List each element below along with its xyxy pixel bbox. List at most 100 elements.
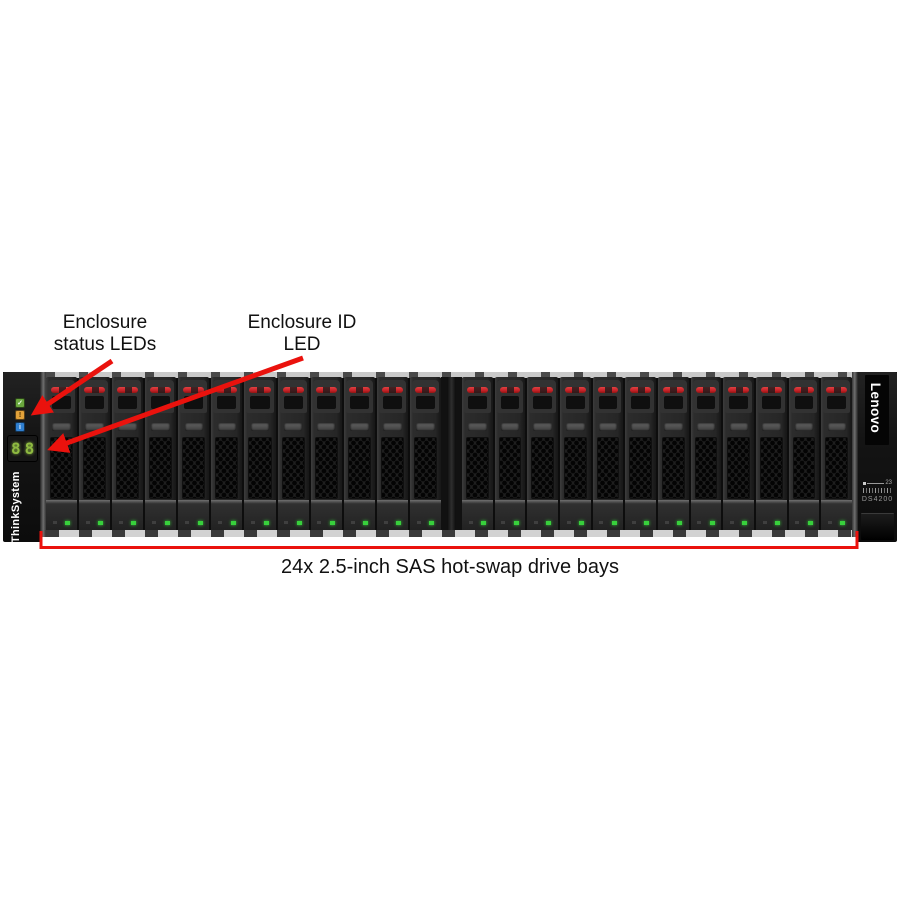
drive-tray-base (658, 504, 689, 530)
drive-release-button (217, 423, 237, 431)
drive-tray-latch (597, 387, 619, 393)
drive-tray-latch (414, 387, 436, 393)
drive-tray-handle (48, 380, 76, 413)
drive-tray-handle (378, 380, 406, 413)
drive-release-button (416, 423, 435, 431)
drive-vent-grille (83, 437, 107, 499)
drive-tray-latch (695, 387, 717, 393)
drive-activity-led (775, 521, 781, 525)
drive-bay (462, 377, 493, 530)
drive-vent-grille (281, 437, 305, 499)
latch-notch (157, 387, 165, 393)
drive-bay (112, 377, 144, 530)
drive-bay (560, 377, 591, 530)
drive-tray-divider (723, 500, 755, 504)
drive-tray-divider (211, 500, 243, 504)
drive-activity-led (644, 521, 650, 525)
drive-bay (409, 377, 441, 530)
drive-tray-latch (630, 387, 652, 393)
drive-vent-grille (694, 437, 718, 499)
drive-tray-handle (246, 380, 274, 413)
drive-activity-led (98, 521, 104, 525)
bay-group-divider-bar (447, 377, 456, 530)
drive-tray-grip (382, 396, 402, 409)
drive-tray-divider (409, 500, 441, 504)
drive-fault-led (534, 521, 539, 524)
drive-tray-handle (529, 380, 557, 413)
drive-tray-grip (85, 396, 105, 409)
drive-fault-led (501, 521, 506, 524)
drive-tray-grip (118, 396, 138, 409)
thinksystem-logo: ThinkSystem (10, 471, 22, 543)
ok-led-icon: ✓ (15, 398, 25, 408)
right-ear-panel: Lenovo 23 DS4200 (858, 372, 897, 542)
latch-notch (190, 387, 198, 393)
lenovo-logo: Lenovo (868, 382, 883, 434)
drive-activity-led (840, 521, 846, 525)
drive-tray-handle (213, 380, 241, 413)
drive-release-button (118, 423, 137, 431)
drive-tray-handle (823, 380, 851, 413)
drive-tray-grip (762, 396, 781, 409)
drive-vent-grille (531, 437, 555, 499)
drive-activity-led (362, 521, 368, 525)
enclosure-id-led-label-line2: LED (283, 334, 321, 355)
drive-tray-divider (494, 500, 526, 504)
drive-tray-latch (663, 387, 684, 393)
drive-vent-grille (760, 437, 783, 499)
latch-notch (735, 387, 743, 393)
drive-tray-divider (46, 500, 78, 504)
latch-notch (670, 387, 678, 393)
enclosure-bottom-rail (46, 530, 852, 537)
drive-activity-led (230, 521, 236, 525)
drive-fault-led (218, 521, 223, 524)
drive-tray-base (788, 504, 820, 530)
drive-tray-handle (180, 380, 208, 413)
enclosure-id-led-display: 88 (7, 435, 38, 462)
identify-led-icon: i (15, 422, 25, 432)
drive-release-button (151, 423, 171, 431)
drive-fault-led (52, 521, 57, 524)
drive-tray-divider (462, 500, 493, 504)
drive-tray-divider (625, 500, 657, 504)
latch-notch (124, 387, 132, 393)
drive-bay (46, 377, 78, 530)
drive-release-button (729, 423, 748, 431)
drive-tray-base (310, 504, 342, 530)
bay-group-divider (441, 377, 462, 530)
drive-tray-grip (631, 396, 651, 409)
enclosure-status-leds: ✓ ! i (15, 398, 25, 432)
drive-release-button (316, 423, 336, 431)
drive-release-button (283, 423, 303, 431)
lenovo-logo-plate (865, 375, 889, 445)
drive-fault-led (416, 521, 421, 524)
latch-notch (703, 387, 711, 393)
drive-tray-base (756, 504, 787, 530)
drive-activity-led (677, 521, 683, 525)
drive-release-button (533, 423, 552, 431)
drive-activity-led (481, 521, 487, 525)
drive-fault-led (284, 521, 289, 524)
drive-bay (658, 377, 689, 530)
drive-release-button (696, 423, 716, 431)
drive-vent-grille (314, 437, 338, 499)
left-ear-panel: ✓ ! i 88 ThinkSystem (3, 372, 40, 543)
drive-tray-base (112, 504, 144, 530)
drive-tray-latch (348, 387, 370, 393)
drive-bay (310, 377, 342, 530)
latch-notch (323, 387, 331, 393)
drive-release-button (794, 423, 814, 431)
drive-tray-latch (216, 387, 238, 393)
drive-bay (821, 377, 853, 530)
drive-bay (527, 377, 559, 530)
drive-bay (690, 377, 722, 530)
drive-tray-base (723, 504, 755, 530)
drive-bay (788, 377, 820, 530)
drive-tray-base (625, 504, 657, 530)
drive-tray-handle (114, 380, 142, 413)
drive-tray-latch (565, 387, 586, 393)
drive-fault-led (185, 521, 190, 524)
drive-fault-led (795, 521, 800, 524)
latch-notch (223, 387, 231, 393)
drive-tray-latch (793, 387, 815, 393)
